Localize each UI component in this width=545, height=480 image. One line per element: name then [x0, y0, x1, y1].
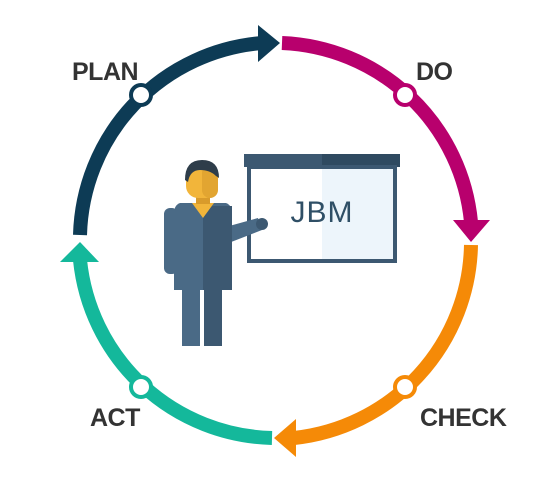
check-node — [393, 375, 417, 399]
whiteboard-icon: JBM — [244, 154, 400, 263]
check-arrow-icon — [274, 419, 296, 457]
act-label: ACT — [90, 404, 140, 432]
presenter-person-icon — [164, 160, 268, 346]
pointing-hand — [256, 218, 268, 230]
act-arrow-icon — [60, 242, 99, 262]
shirt-collar — [192, 203, 214, 218]
plan-node — [129, 83, 153, 107]
left-leg — [182, 288, 200, 346]
do-arrow-icon — [453, 220, 490, 242]
hair — [185, 160, 219, 182]
check-label: CHECK — [420, 404, 507, 432]
board-top-bar-right — [322, 154, 400, 167]
do-node — [393, 83, 417, 107]
board-shade — [322, 169, 393, 259]
left-arm — [164, 208, 178, 274]
act-node — [129, 375, 153, 399]
do-label: DO — [416, 58, 453, 86]
torso-shadow — [203, 206, 232, 290]
right-leg — [204, 288, 222, 346]
plan-label: PLAN — [72, 58, 138, 86]
board-logo-text: JBM — [291, 196, 354, 229]
cycle-nodes — [129, 83, 417, 399]
check-arc — [293, 244, 478, 445]
plan-arrow-icon — [258, 25, 280, 62]
